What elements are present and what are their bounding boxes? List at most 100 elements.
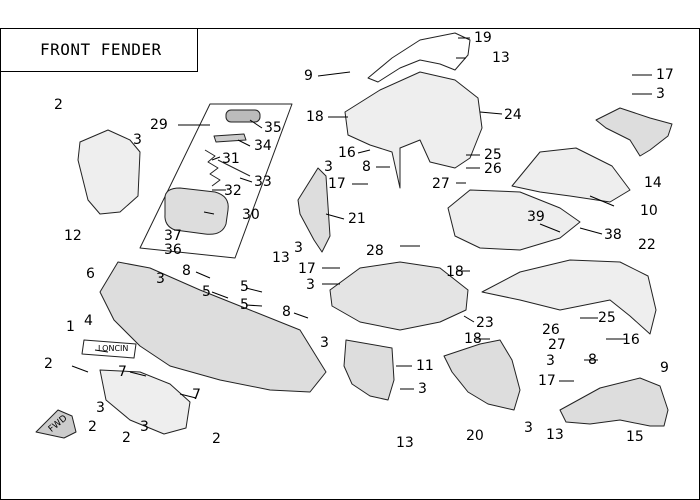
part-14-bracket <box>595 107 673 157</box>
callout-14: 14 <box>644 175 662 191</box>
callout-3: 3 <box>324 159 333 175</box>
callout-2: 2 <box>88 419 97 435</box>
part-15-footrest <box>559 377 669 427</box>
callout-7: 7 <box>192 387 201 403</box>
part-19-trim <box>367 32 471 83</box>
callout-21: 21 <box>348 211 366 227</box>
callout-2: 2 <box>54 97 63 113</box>
title-box: FRONT FENDER <box>0 28 198 72</box>
part-22-rear-fender <box>481 259 657 335</box>
callout-27: 27 <box>548 337 566 353</box>
callout-39: 39 <box>527 209 545 225</box>
part-29-kit-box <box>139 103 293 259</box>
callout-34: 34 <box>254 138 272 154</box>
part-34-strip <box>213 133 247 143</box>
callout-13: 13 <box>492 50 510 66</box>
part-4-badge <box>81 339 137 359</box>
part-12-side-cover <box>77 129 141 215</box>
callout-5: 5 <box>240 297 249 313</box>
callout-6: 6 <box>86 266 95 282</box>
callout-5: 5 <box>202 284 211 300</box>
callout-20: 20 <box>466 428 484 444</box>
callout-1: 1 <box>66 319 75 335</box>
callout-11: 11 <box>416 358 434 374</box>
fwd-arrow <box>35 409 77 439</box>
part-39-hood <box>511 147 631 203</box>
callout-12: 12 <box>64 228 82 244</box>
part-20-footwell <box>443 339 521 411</box>
callout-3: 3 <box>418 381 427 397</box>
callout-28: 28 <box>366 243 384 259</box>
part-10-front-cover <box>447 189 581 251</box>
part-24-fender-inner <box>344 71 483 189</box>
callout-18: 18 <box>306 109 324 125</box>
callout-15: 15 <box>626 429 644 445</box>
callout-29: 29 <box>150 117 168 133</box>
callout-25: 25 <box>598 310 616 326</box>
part-21-panel <box>297 167 331 253</box>
callout-26: 26 <box>542 322 560 338</box>
callout-35: 35 <box>264 120 282 136</box>
callout-2: 2 <box>44 356 53 372</box>
callout-31: 31 <box>222 151 240 167</box>
callout-4: 4 <box>84 313 93 329</box>
loncin-badge-text: LONCIN <box>98 344 129 353</box>
callout-9: 9 <box>304 68 313 84</box>
part-23-tray <box>329 261 469 331</box>
callout-8: 8 <box>588 352 597 368</box>
callout-3: 3 <box>320 335 329 351</box>
callout-10: 10 <box>640 203 658 219</box>
callout-7: 7 <box>118 364 127 380</box>
part-30-tank <box>164 187 229 235</box>
callout-3: 3 <box>546 353 555 369</box>
callout-3: 3 <box>656 86 665 102</box>
callout-3: 3 <box>524 420 533 436</box>
callout-19: 19 <box>474 30 492 46</box>
callout-13: 13 <box>396 435 414 451</box>
part-1-lower-skid <box>99 369 191 435</box>
callout-22: 22 <box>638 237 656 253</box>
callout-17: 17 <box>656 67 674 83</box>
callout-18: 18 <box>446 264 464 280</box>
callout-17: 17 <box>538 373 556 389</box>
callout-27: 27 <box>432 176 450 192</box>
callout-3: 3 <box>156 271 165 287</box>
callout-2: 2 <box>212 431 221 447</box>
callout-33: 33 <box>254 174 272 190</box>
callout-32: 32 <box>224 183 242 199</box>
part-31-spring <box>204 149 221 187</box>
part-11-side-guard <box>343 339 395 401</box>
callout-16: 16 <box>338 145 356 161</box>
part-33-rod <box>217 159 251 177</box>
callout-5: 5 <box>240 279 249 295</box>
callout-18: 18 <box>464 331 482 347</box>
callout-3: 3 <box>140 419 149 435</box>
callout-17: 17 <box>328 176 346 192</box>
callout-36: 36 <box>164 242 182 258</box>
part-6-bumper-grill <box>99 261 327 393</box>
callout-8: 8 <box>362 159 371 175</box>
callout-13: 13 <box>546 427 564 443</box>
callout-9: 9 <box>660 360 669 376</box>
callout-8: 8 <box>282 304 291 320</box>
callout-26: 26 <box>484 161 502 177</box>
callout-3: 3 <box>294 240 303 256</box>
callout-3: 3 <box>133 132 142 148</box>
callout-23: 23 <box>476 315 494 331</box>
callout-13: 13 <box>272 250 290 266</box>
callout-37: 37 <box>164 228 182 244</box>
callout-16: 16 <box>622 332 640 348</box>
callout-24: 24 <box>504 107 522 123</box>
part-35-grille <box>225 109 261 123</box>
callout-3: 3 <box>306 277 315 293</box>
diagram-title: FRONT FENDER <box>40 40 162 59</box>
callout-17: 17 <box>298 261 316 277</box>
callout-8: 8 <box>182 263 191 279</box>
callout-38: 38 <box>604 227 622 243</box>
callout-2: 2 <box>122 430 131 446</box>
callout-25: 25 <box>484 147 502 163</box>
callout-3: 3 <box>96 400 105 416</box>
callout-30: 30 <box>242 207 260 223</box>
